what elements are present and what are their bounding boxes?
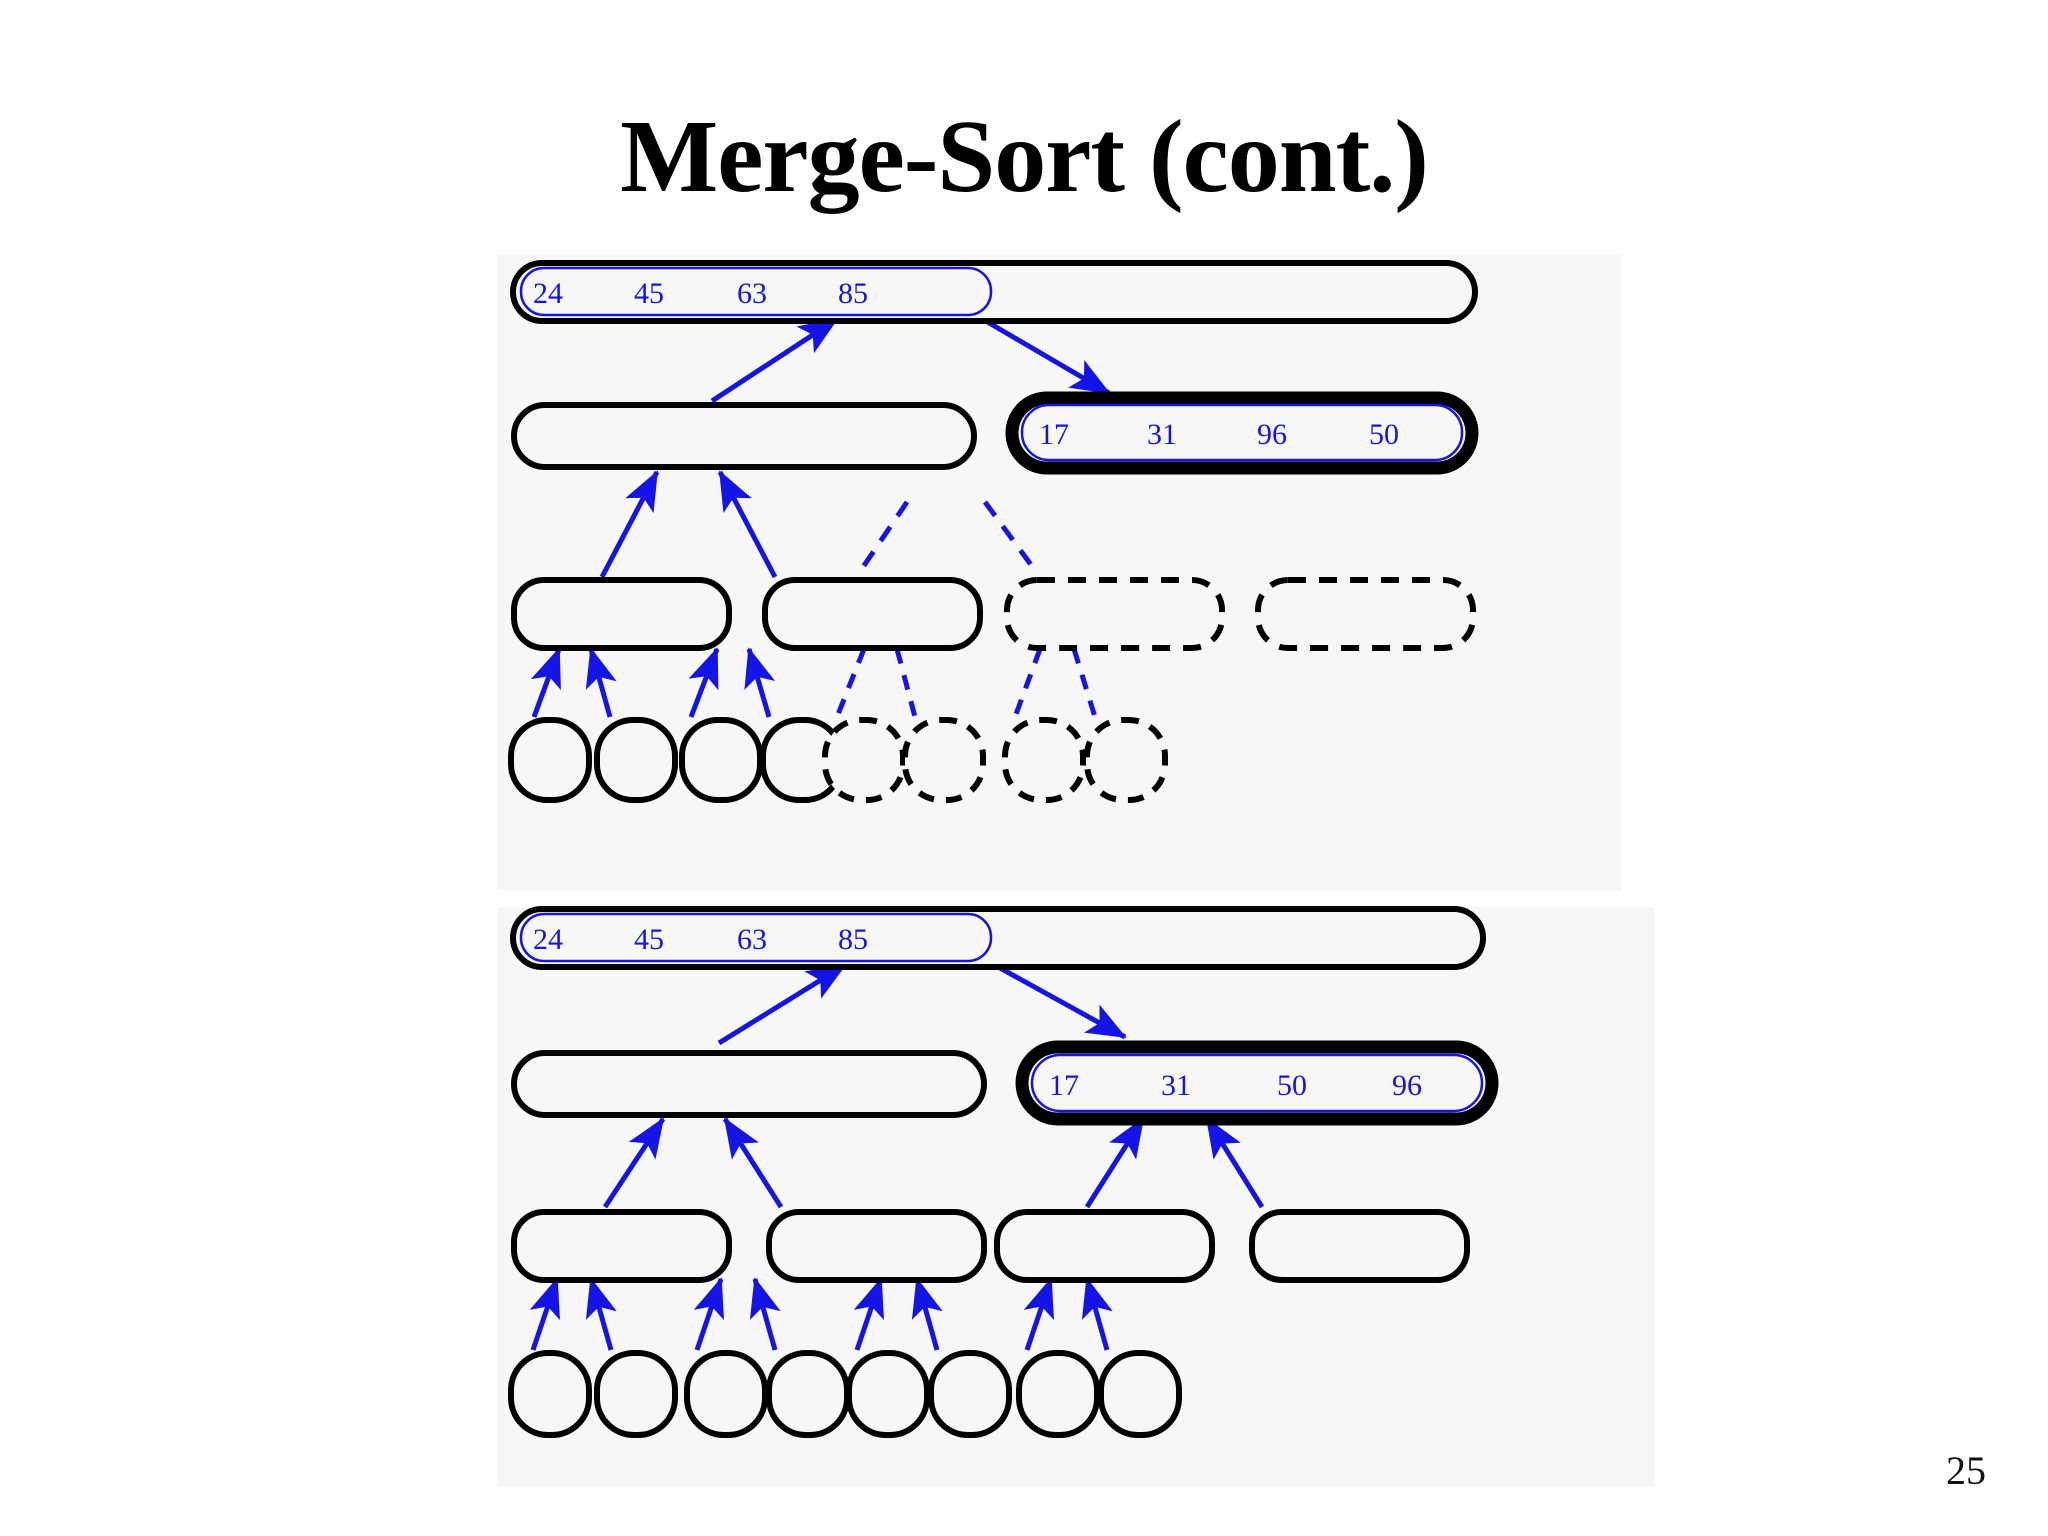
level2-right-value-1: 31 (1147, 418, 1177, 451)
merge-sort-diagram-top: 24 45 63 85 17 31 96 50 (497, 255, 1622, 891)
level2-right-value-1: 31 (1161, 1069, 1191, 1102)
root-node-outer[interactable] (510, 906, 1486, 970)
edge-leaf4 (744, 647, 776, 718)
level2-right-value-0: 17 (1049, 1069, 1079, 1102)
leaf-node-3[interactable] (684, 1350, 768, 1438)
level2-left-node[interactable] (511, 402, 977, 470)
edge-leaf5-dashed (834, 648, 867, 718)
leaf-node-2[interactable] (594, 717, 678, 803)
leaf-node-6[interactable] (928, 1350, 1012, 1438)
edge-l-n2 (722, 1117, 784, 1209)
root-value-2: 63 (737, 923, 767, 956)
edge-leaf5 (853, 1277, 884, 1351)
level2-right-node-inner (1030, 1053, 1484, 1113)
edge-leaf3 (688, 647, 720, 718)
merge-sort-diagram-bottom: 24 45 63 85 17 31 50 96 (497, 906, 1655, 1487)
level3-node-1[interactable] (511, 1209, 732, 1283)
level3-node-4[interactable] (1255, 577, 1476, 651)
edge-leaf8-dashed (1071, 648, 1098, 718)
level2-right-value-3: 50 (1369, 418, 1399, 451)
root-node-outer[interactable] (510, 260, 1478, 324)
edge-leaf6-dashed (894, 648, 918, 718)
level3-node-1[interactable] (511, 577, 732, 651)
level3-node-4[interactable] (1249, 1209, 1470, 1283)
edge-r-n2-dashed (982, 500, 1040, 575)
edge-leaf4 (749, 1277, 781, 1351)
diagram-bottom-svg: 24 45 63 85 17 31 50 96 (508, 906, 1499, 1438)
level2-right-node[interactable] (1015, 1040, 1499, 1126)
edge-leaf8 (1081, 1277, 1113, 1351)
edge-leaf7 (1023, 1277, 1054, 1351)
edge-l-n2 (717, 470, 778, 579)
level3-node-2[interactable] (762, 577, 983, 651)
leaf-node-8[interactable] (1098, 1350, 1182, 1438)
level2-left-node[interactable] (511, 1050, 987, 1118)
level2-right-value-2: 96 (1257, 418, 1287, 451)
edge-l-n1 (599, 470, 660, 579)
level3-node-3[interactable] (1004, 577, 1225, 651)
leaf-node-1[interactable] (508, 1350, 592, 1438)
root-value-2: 63 (737, 277, 767, 310)
leaf-node-6[interactable] (902, 717, 986, 803)
edge-leaf2 (585, 647, 617, 718)
level3-node-2[interactable] (766, 1209, 987, 1283)
diagram-top-svg: 24 45 63 85 17 31 96 50 (508, 260, 1479, 803)
root-value-1: 45 (634, 923, 664, 956)
leaf-node-5[interactable] (822, 717, 906, 803)
root-value-0: 24 (533, 923, 563, 956)
root-value-3: 85 (838, 923, 868, 956)
edge-r-n2 (1204, 1117, 1265, 1209)
leaf-node-7[interactable] (1002, 717, 1086, 803)
edge-leaf1 (529, 1277, 560, 1351)
page-title: Merge-Sort (cont.) (620, 99, 1429, 214)
leaf-node-4[interactable] (766, 1350, 850, 1438)
leaf-node-5[interactable] (846, 1350, 930, 1438)
level2-right-value-3: 96 (1392, 1069, 1422, 1102)
edge-leaf7-dashed (1012, 648, 1043, 718)
root-value-0: 24 (533, 277, 563, 310)
edge-r-n1 (1084, 1117, 1146, 1209)
edge-root-right (989, 960, 1127, 1040)
edge-root-left (717, 962, 847, 1046)
edge-leaf2 (585, 1277, 617, 1351)
edge-leaf3 (693, 1277, 724, 1351)
root-node-inner (519, 266, 993, 317)
edge-l-n1 (602, 1117, 666, 1209)
edge-root-left (710, 316, 839, 404)
edge-leaf1 (530, 647, 562, 718)
root-node-inner (519, 912, 993, 963)
edge-leaf6 (911, 1277, 943, 1351)
edge-root-right (977, 314, 1111, 396)
level2-right-value-2: 50 (1277, 1069, 1307, 1102)
leaf-node-1[interactable] (508, 717, 592, 803)
level2-right-value-0: 17 (1039, 418, 1069, 451)
edge-r-n1-dashed (856, 500, 910, 575)
leaf-node-2[interactable] (594, 1350, 678, 1438)
page-number: 25 (1946, 1448, 1986, 1493)
level2-right-node-inner (1020, 403, 1464, 462)
leaf-node-8[interactable] (1084, 717, 1168, 803)
root-value-3: 85 (838, 277, 868, 310)
root-value-1: 45 (634, 277, 664, 310)
level3-node-3[interactable] (994, 1209, 1215, 1283)
leaf-node-7[interactable] (1016, 1350, 1100, 1438)
leaf-node-3[interactable] (679, 717, 763, 803)
level2-right-node[interactable] (1005, 391, 1479, 475)
